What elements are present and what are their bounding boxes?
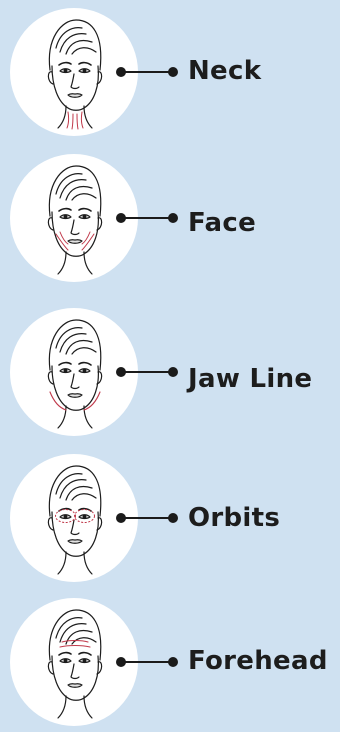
area-label-orbits: Orbits bbox=[188, 503, 280, 533]
area-row-forehead: Forehead bbox=[0, 592, 340, 732]
area-row-orbits: Orbits bbox=[0, 448, 340, 588]
area-label-face: Face bbox=[188, 208, 256, 238]
area-label-forehead: Forehead bbox=[188, 646, 328, 676]
area-label-neck: Neck bbox=[188, 56, 261, 86]
pointer-connector bbox=[116, 654, 178, 670]
area-row-jaw-line: Jaw Line bbox=[0, 302, 340, 442]
pointer-connector bbox=[116, 64, 178, 80]
pointer-connector bbox=[116, 510, 178, 526]
area-row-face: Face bbox=[0, 148, 340, 288]
area-row-neck: Neck bbox=[0, 2, 340, 142]
pointer-connector bbox=[116, 364, 178, 380]
area-label-jaw-line: Jaw Line bbox=[188, 364, 312, 394]
pointer-connector bbox=[116, 210, 178, 226]
highlight-zone-neck bbox=[67, 112, 83, 129]
